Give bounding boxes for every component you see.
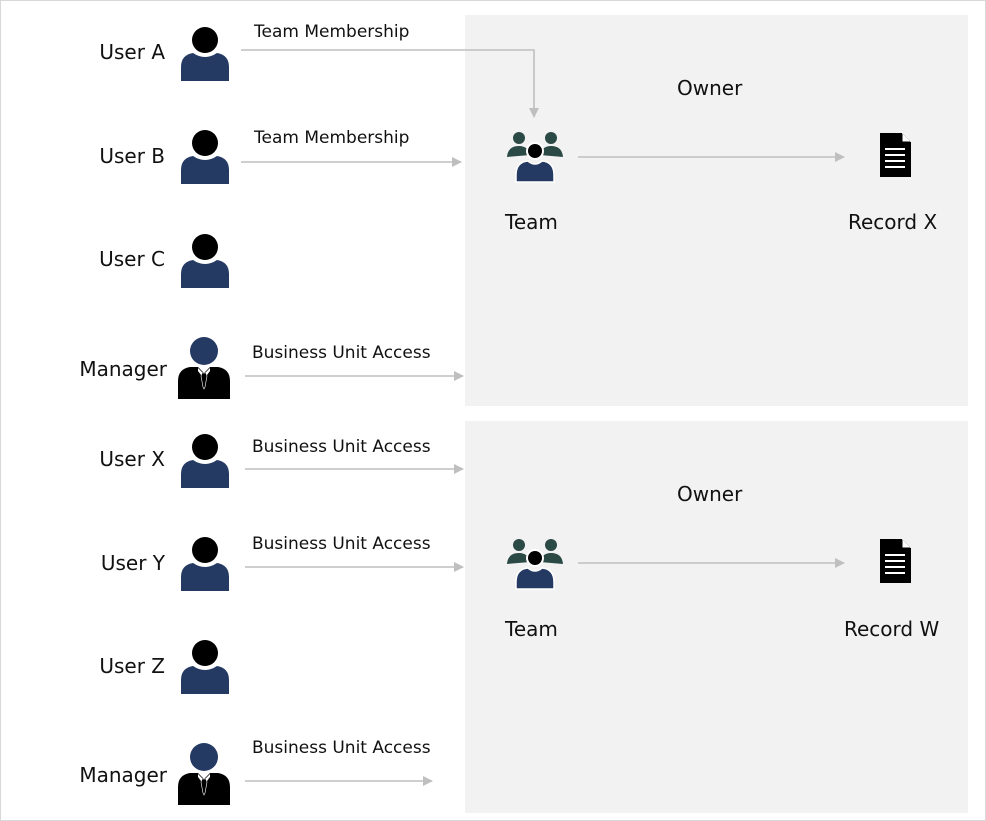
person-icon xyxy=(181,640,229,694)
team-label: Team xyxy=(505,617,558,641)
record-label: Record X xyxy=(848,210,938,234)
user-label: User A xyxy=(99,40,165,64)
document-icon xyxy=(880,133,911,177)
edge-label: Business Unit Access xyxy=(252,738,431,758)
team-label: Team xyxy=(505,210,558,234)
manager-icon xyxy=(178,743,230,805)
user-label: User C xyxy=(99,247,165,271)
manager-label: Manager xyxy=(79,763,167,787)
edge-label: Team Membership xyxy=(254,128,410,148)
user-label: User Z xyxy=(99,654,165,678)
owner-panel-2 xyxy=(465,421,968,813)
team-icon xyxy=(507,539,563,590)
person-icon xyxy=(181,234,229,288)
edge-label: Business Unit Access xyxy=(252,437,431,457)
edge-label: Team Membership xyxy=(254,22,410,42)
person-icon xyxy=(181,130,229,184)
record-label: Record W xyxy=(844,617,940,641)
person-icon xyxy=(181,537,229,591)
team-icon xyxy=(507,132,563,183)
user-label: User Y xyxy=(100,551,165,575)
user-label: User X xyxy=(99,447,165,471)
person-icon xyxy=(181,434,229,488)
edge-label: Business Unit Access xyxy=(252,534,431,554)
owner-panel-1 xyxy=(465,15,968,406)
person-icon xyxy=(181,27,229,81)
edge-label: Business Unit Access xyxy=(252,343,431,363)
document-icon xyxy=(880,539,911,583)
user-label: User B xyxy=(99,144,165,168)
manager-label: Manager xyxy=(79,357,167,381)
manager-icon xyxy=(178,337,230,399)
owner-label: Owner xyxy=(677,482,743,506)
connector-user-a-team xyxy=(241,49,539,118)
owner-label: Owner xyxy=(677,76,743,100)
